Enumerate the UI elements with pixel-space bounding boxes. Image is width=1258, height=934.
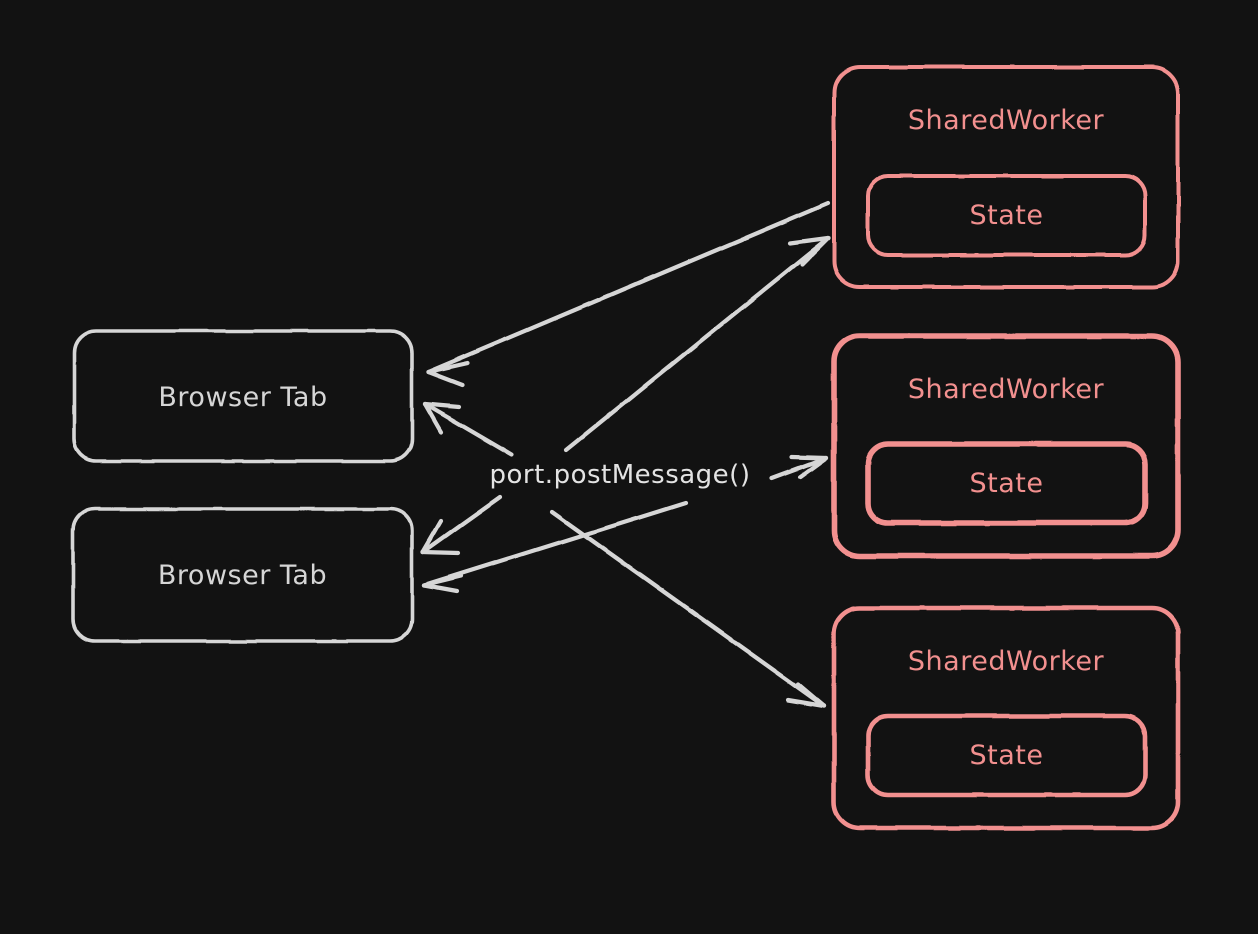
edge-group — [420, 200, 831, 709]
worker-3-box[interactable] — [831, 605, 1181, 831]
edge-hub-to-tab1 — [422, 401, 515, 458]
worker-2-state-box[interactable] — [865, 441, 1148, 526]
tab-1-box[interactable] — [72, 329, 414, 463]
edge-worker1-to-tab1 — [425, 200, 831, 388]
worker-1-box[interactable] — [832, 65, 1180, 289]
edge-hub-to-worker2 — [769, 454, 829, 481]
edge-hub-to-worker1 — [563, 235, 831, 453]
tab-2-box[interactable] — [71, 507, 414, 643]
worker-3-state-box[interactable] — [865, 713, 1148, 798]
edge-worker2-to-tab2 — [421, 500, 689, 594]
worker-1-state-box[interactable] — [866, 174, 1147, 257]
worker-group — [831, 65, 1181, 831]
worker-2-box[interactable] — [831, 333, 1181, 559]
tab-group — [71, 329, 414, 643]
edge-hub-to-tab2 — [420, 494, 503, 556]
edge-hub-to-worker3 — [549, 509, 827, 709]
